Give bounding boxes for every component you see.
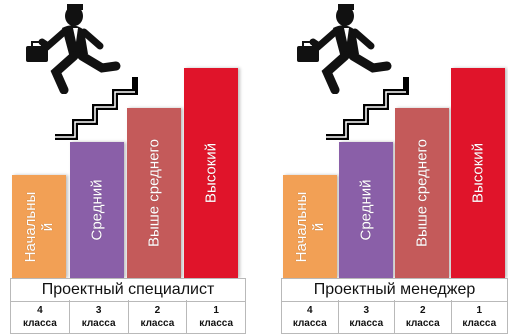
bar-level-label: Выше среднего bbox=[413, 138, 431, 248]
panel-project-manager: Начальны й Средний Выше среднего Высокий… bbox=[281, 0, 508, 334]
grade-word: класса bbox=[405, 317, 440, 329]
grade-word: класса bbox=[462, 317, 497, 329]
bar-level-label: Высокий bbox=[202, 142, 220, 204]
stairs-icon bbox=[55, 77, 138, 140]
grade-number: 4 bbox=[37, 304, 43, 316]
bar-level-3: Выше среднего bbox=[395, 108, 449, 278]
bar-level-label: Начальны й bbox=[22, 191, 56, 262]
grade-word: класса bbox=[22, 317, 57, 329]
role-title: Проектный менеджер bbox=[281, 278, 508, 302]
bar-level-4: Высокий bbox=[184, 68, 238, 278]
bar-level-3: Выше среднего bbox=[127, 108, 181, 278]
bar-level-label: Высокий bbox=[469, 142, 487, 204]
grade-number: 3 bbox=[95, 304, 102, 316]
bar-level-label: Начальны й bbox=[293, 191, 327, 262]
businessman-icon bbox=[297, 4, 392, 94]
grade-word: класса bbox=[199, 317, 234, 329]
grade-number: 3 bbox=[363, 304, 370, 316]
grade-number: 2 bbox=[154, 304, 161, 316]
businessman-icon bbox=[26, 4, 121, 94]
grade-number: 4 bbox=[306, 304, 313, 316]
panel-project-specialist: Начальны й Средний Выше среднего Высокий… bbox=[10, 0, 246, 334]
grade-word: класса bbox=[349, 317, 384, 329]
bar-level-1: Начальны й bbox=[283, 175, 337, 278]
grade-word: класса bbox=[140, 317, 175, 329]
role-title: Проектный специалист bbox=[10, 278, 246, 302]
grade-number: 1 bbox=[213, 304, 219, 316]
stairs-icon bbox=[326, 77, 409, 140]
grade-word: класса bbox=[81, 317, 116, 329]
bar-level-2: Средний bbox=[339, 142, 393, 278]
bar-level-1: Начальны й bbox=[12, 175, 66, 278]
grade-number: 2 bbox=[419, 304, 426, 316]
bar-level-4: Высокий bbox=[451, 68, 505, 278]
bar-level-label: Средний bbox=[357, 179, 375, 241]
bar-level-label: Выше среднего bbox=[145, 138, 163, 248]
grade-number: 1 bbox=[476, 304, 483, 316]
bar-level-label: Средний bbox=[88, 179, 106, 241]
bar-level-2: Средний bbox=[70, 142, 124, 278]
grade-word: класса bbox=[292, 317, 327, 329]
